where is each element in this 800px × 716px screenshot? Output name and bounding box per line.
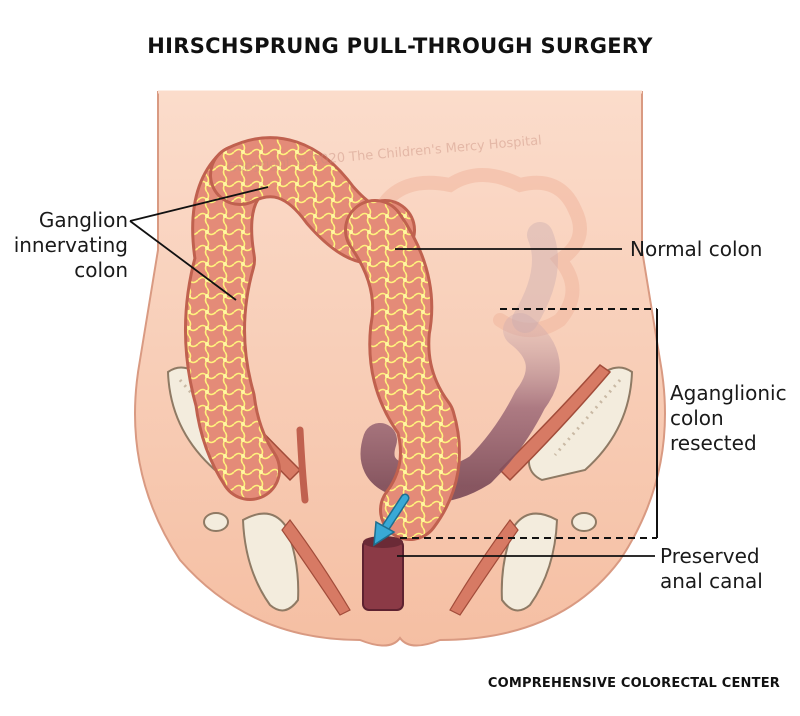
label-ganglion: Ganglion innervating colon (4, 208, 128, 283)
right-pubis (571, 512, 597, 532)
right-ischium (500, 512, 559, 612)
aganglionic-colon (360, 313, 560, 503)
right-ilium (527, 366, 634, 482)
anal-canal (362, 539, 404, 611)
label-aganglionic-line2: colon (670, 406, 724, 430)
label-ganglion-line1: Ganglion (38, 208, 128, 232)
diagram-title: HIRSCHSPRUNG PULL-THROUGH SURGERY (147, 34, 653, 58)
appendix (296, 426, 309, 504)
small-bowel-outline (373, 168, 587, 337)
footer-credit: COMPREHENSIVE COLORECTAL CENTER (487, 676, 780, 691)
label-aganglionic-line1: Aganglionic (670, 381, 787, 405)
label-aganglionic: Aganglionic colon resected (670, 381, 787, 456)
label-preserved: Preserved anal canal (660, 544, 763, 594)
label-ganglion-line2: innervating (13, 233, 128, 257)
left-pubis (203, 512, 229, 532)
left-ischium (241, 512, 300, 612)
label-ganglion-line3: colon (74, 258, 128, 282)
resection-bracket (400, 308, 657, 539)
right-pelvic-muscle (498, 364, 612, 482)
label-normal-colon: Normal colon (630, 237, 763, 261)
label-preserved-line2: anal canal (660, 569, 763, 593)
label-preserved-line1: Preserved (660, 544, 760, 568)
label-aganglionic-line3: resected (670, 431, 757, 455)
leader-lines (129, 186, 655, 557)
